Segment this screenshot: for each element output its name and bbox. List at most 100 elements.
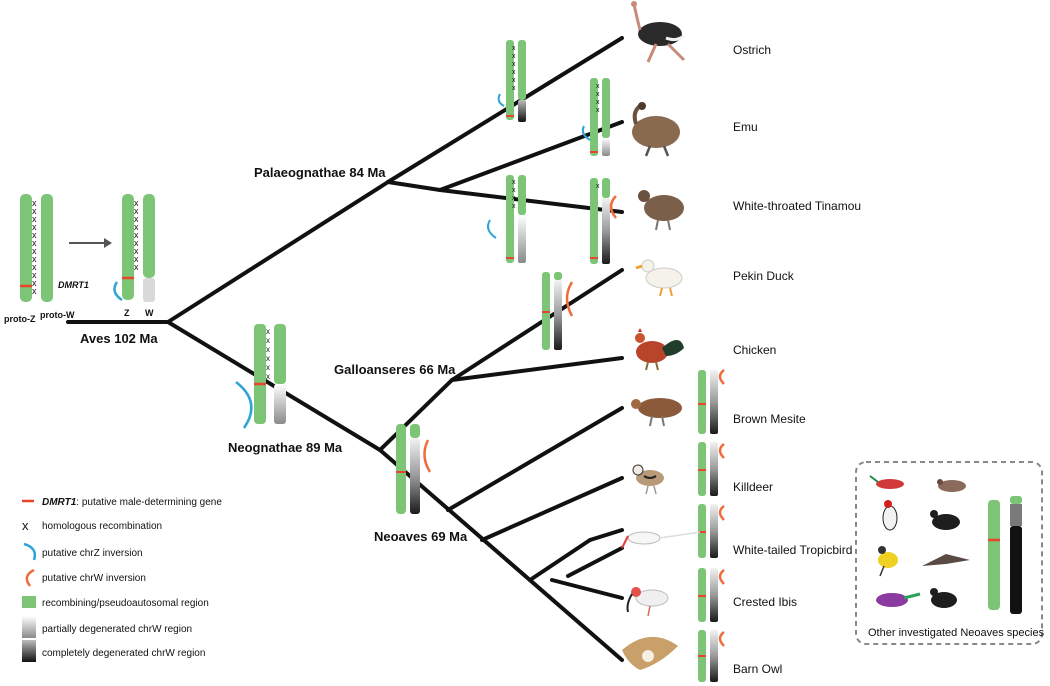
early-z-chromosome	[122, 194, 134, 300]
owl-icon	[622, 636, 678, 670]
svg-text:x: x	[134, 206, 139, 216]
svg-text:x: x	[32, 214, 37, 224]
svg-text:x: x	[512, 85, 516, 92]
svg-text:x: x	[32, 254, 37, 264]
svg-text:x: x	[32, 270, 37, 280]
chromosome-pair-ibis	[698, 568, 725, 622]
species-label: Emu	[733, 120, 758, 134]
svg-text:x: x	[134, 246, 139, 256]
branch-killdeer	[480, 476, 624, 542]
tinamou-icon	[638, 190, 684, 231]
svg-text:x: x	[134, 230, 139, 240]
node-label-palaeognathae: Palaeognathae 84 Ma	[254, 165, 386, 180]
chicken-icon	[635, 328, 684, 371]
legend-w-inversion-label: putative chrW inversion	[42, 573, 146, 584]
species-label: Chicken	[733, 343, 776, 357]
branch-mesite	[446, 406, 624, 512]
svg-text:x: x	[512, 53, 516, 60]
dmrt1-label: DMRT1	[58, 280, 89, 290]
hummingbird-icon	[876, 592, 921, 607]
branch-neoaves	[378, 448, 624, 662]
svg-text:x: x	[596, 83, 600, 90]
svg-text:x: x	[266, 354, 270, 363]
legend-complete-label: completely degenerated chrW region	[42, 648, 205, 659]
branch-neognathae	[166, 320, 382, 452]
node-label-neognathae: Neognathae 89 Ma	[228, 440, 343, 455]
svg-text:x: x	[266, 336, 270, 345]
proto-w-chromosome	[41, 194, 53, 302]
species-label: Ostrich	[733, 43, 771, 57]
svg-text:x: x	[266, 327, 270, 336]
svg-text:x: x	[134, 198, 139, 208]
svg-text:x: x	[266, 345, 270, 354]
legend-w-inversion-icon	[25, 568, 35, 587]
ostrich-icon	[631, 1, 686, 63]
svg-text:x: x	[134, 262, 139, 272]
svg-text:x: x	[596, 91, 600, 98]
chromosome-pair-owl	[698, 630, 725, 682]
chromosome-pair-neoaves	[396, 424, 432, 514]
proto-z-label: proto-Z	[4, 314, 36, 324]
tropicbird-icon	[621, 531, 701, 549]
legend-z-inversion-label: putative chrZ inversion	[42, 548, 143, 559]
node-label-neoaves: Neoaves 69 Ma	[374, 529, 468, 544]
chromosome-pairs-neoaves-tips	[698, 369, 725, 682]
species-label: Barn Owl	[733, 662, 782, 676]
chromosome-pair-mesite	[698, 369, 725, 434]
svg-text:x: x	[266, 363, 270, 372]
species-label: White-tailed Tropicbird	[733, 543, 852, 557]
svg-text:x: x	[32, 262, 37, 272]
proto-z-chromosome	[20, 194, 32, 302]
early-w-green	[143, 194, 155, 278]
w-label: W	[145, 308, 154, 318]
early-w-degenerated	[143, 278, 155, 302]
crow-icon	[930, 588, 957, 608]
other-neoaves-label: Other investigated Neoaves species	[868, 627, 1045, 639]
branch-galloanseres	[378, 378, 454, 452]
svg-text:x: x	[512, 203, 516, 210]
branch-inner	[528, 538, 592, 582]
node-label-galloanseres: Galloanseres 66 Ma	[334, 362, 456, 377]
branch-chicken	[450, 356, 624, 382]
chromosome-pair-killdeer	[698, 442, 725, 496]
svg-text:x: x	[512, 179, 516, 186]
bee-eater-icon	[869, 475, 904, 489]
other-neoaves-chromosomes	[988, 496, 1022, 614]
svg-text:x: x	[32, 222, 37, 232]
other-neoaves-frame	[855, 461, 1043, 645]
legend-complete-swatch	[22, 640, 36, 662]
svg-text:x: x	[32, 246, 37, 256]
svg-text:x: x	[512, 69, 516, 76]
svg-text:x: x	[266, 372, 270, 381]
z-label: Z	[124, 308, 130, 318]
svg-text:x: x	[32, 206, 37, 216]
ibis-icon	[626, 587, 669, 617]
legend-recombining-label: recombining/pseudoautosomal region	[42, 598, 209, 609]
duck-icon	[635, 259, 683, 297]
branch-ibis	[550, 578, 624, 600]
early-recombination-crosses: xxx xxx xxx	[134, 198, 139, 272]
species-label: Crested Ibis	[733, 595, 797, 609]
other-neoaves-box: Other investigated Neoaves species	[855, 461, 1045, 645]
svg-text:x: x	[32, 198, 37, 208]
legend: DMRT1: putative male-determining gene x …	[22, 497, 222, 662]
svg-text:x: x	[512, 187, 516, 194]
mesite-icon	[631, 398, 682, 427]
svg-text:x: x	[512, 45, 516, 52]
svg-text:x: x	[596, 99, 600, 106]
proto-w-label: proto-W	[40, 310, 75, 320]
svg-text:x: x	[596, 107, 600, 114]
svg-text:x: x	[32, 278, 37, 288]
branch-ostrich	[386, 36, 624, 184]
chromosome-pair-duck-branch	[542, 272, 574, 350]
species-label: Pekin Duck	[733, 269, 795, 283]
bird-illustrations	[621, 1, 701, 670]
node-label-aves: Aves 102 Ma	[80, 331, 158, 346]
emu-icon	[632, 102, 680, 157]
phylogenetic-tree	[66, 36, 624, 662]
branch-duck	[450, 268, 624, 382]
